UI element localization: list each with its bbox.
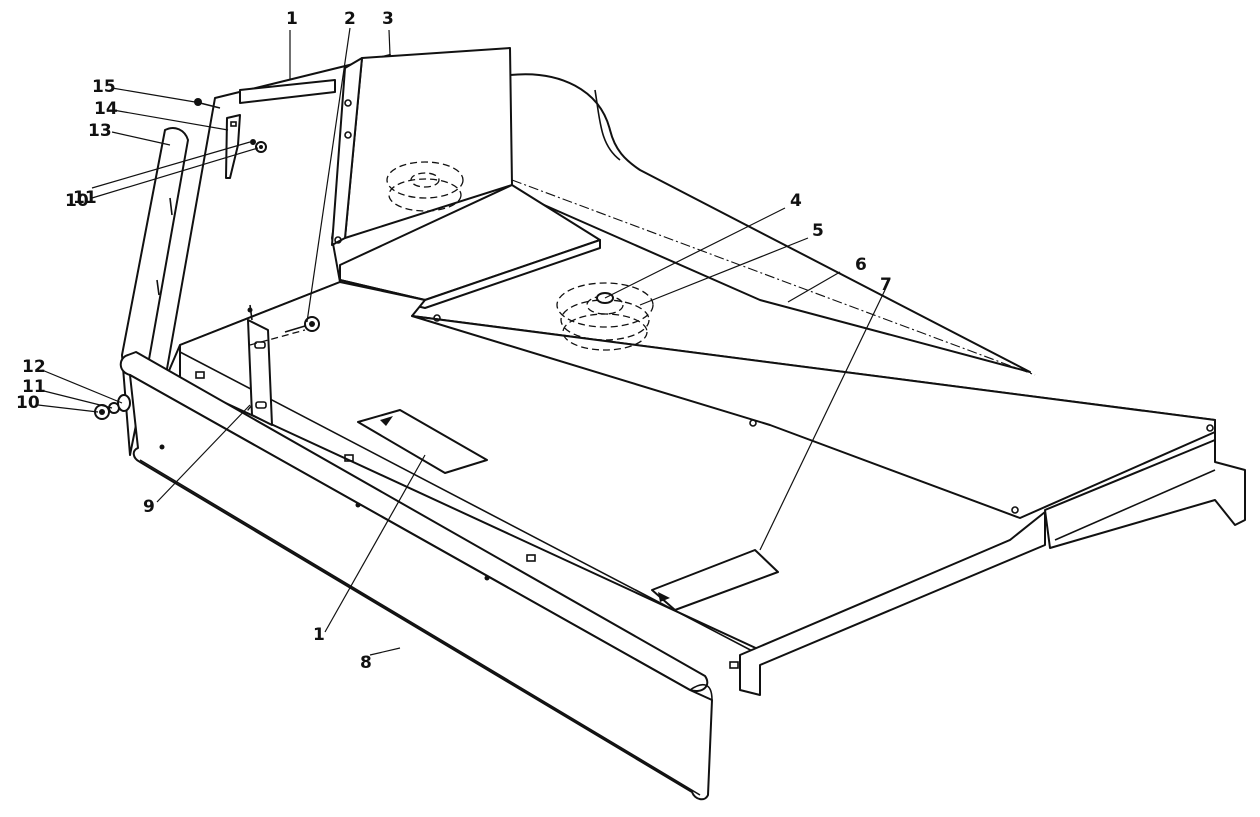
- decal-top: [357, 409, 488, 474]
- callout-2: 2: [344, 9, 356, 29]
- pulley-left: [386, 161, 464, 212]
- decal-front: [651, 549, 779, 611]
- callout-11-bottom: 11: [22, 377, 46, 397]
- mower-deck: [179, 281, 1246, 696]
- callout-1-top: 1: [286, 9, 298, 29]
- callout-9: 9: [143, 497, 155, 517]
- callout-5: 5: [812, 221, 824, 241]
- callout-11-top: 11: [73, 188, 97, 208]
- callout-8: 8: [360, 653, 372, 673]
- callout-1-bottom: 1: [313, 625, 325, 645]
- rear-belt-cover: [509, 73, 1031, 373]
- callout-6: 6: [855, 255, 867, 275]
- callout-7: 7: [880, 275, 892, 295]
- front-baffle: [119, 351, 713, 801]
- baffle-bracket: [239, 304, 320, 426]
- pulley-center: [556, 282, 654, 351]
- centerline: [511, 179, 1036, 376]
- callout-12: 12: [22, 357, 46, 377]
- callout-14: 14: [94, 99, 118, 119]
- callout-13: 13: [88, 121, 112, 141]
- callout-15: 15: [92, 77, 116, 97]
- callout-4: 4: [790, 191, 802, 211]
- leader-lines: [37, 27, 886, 656]
- callout-3: 3: [382, 9, 394, 29]
- callout-10-bottom: 10: [16, 393, 40, 413]
- callout-10-top: 10: [65, 191, 89, 211]
- callout-labels: 1 2 3 4 5 6 7 15 14 13 11 10 12 11 10 9 …: [16, 9, 892, 673]
